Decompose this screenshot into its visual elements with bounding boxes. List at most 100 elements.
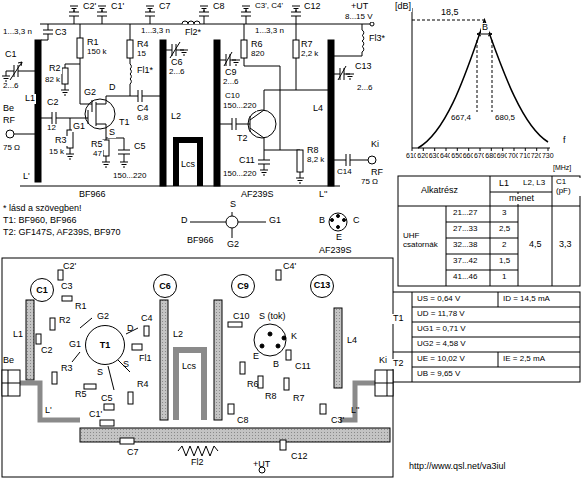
schematic-label: AF239S	[318, 246, 353, 256]
drawing-stroke	[2, 76, 10, 81]
drawing-stroke	[286, 350, 291, 360]
drawing-stroke	[128, 392, 133, 404]
schematic-label: C9	[224, 68, 238, 78]
trimmer-outline: C9	[231, 274, 255, 298]
pinout-symbol	[190, 212, 266, 238]
pcb-label: C3'	[330, 416, 345, 426]
drawing-stroke	[412, 20, 492, 112]
drawing-stroke	[160, 300, 168, 420]
schematic-label: 15	[136, 50, 147, 59]
drawing-stroke	[280, 440, 286, 450]
pcb-label: C10	[232, 312, 251, 322]
schematic-label: C2	[46, 98, 60, 108]
schematic-label: C7	[158, 2, 172, 12]
pinout-symbol	[329, 213, 347, 231]
schematic-label: 1...3,3 n	[140, 27, 171, 36]
schematic-label: 6,8	[136, 114, 149, 123]
table-cell: US = 0,64 V	[416, 295, 461, 304]
trimmer-outline: C6	[153, 274, 177, 298]
pcb-label: L2	[172, 330, 184, 340]
table-cell: L1	[498, 179, 510, 189]
graph-label: 680,5	[494, 114, 516, 123]
pcb-label: L1	[12, 330, 24, 340]
pcb-label: L'	[44, 406, 53, 416]
pcb-label: C1'	[88, 410, 103, 420]
schematic-label: 150 k	[86, 48, 108, 57]
measurement-table	[385, 292, 580, 382]
drawing-stroke	[50, 318, 55, 330]
pcb-label: R4	[136, 380, 150, 390]
drawing-stroke	[268, 332, 272, 336]
coupling-loop	[176, 140, 200, 186]
drawing-stroke	[146, 6, 154, 11]
drawing-stroke	[61, 90, 69, 95]
schematic-label: * lásd a szövegben!	[2, 204, 83, 214]
table-cell: UE = 10,02 V	[416, 355, 466, 364]
schematic-label: L1	[24, 94, 36, 104]
table-cell: 2,5	[498, 225, 511, 234]
table-cell: 32...38	[452, 241, 478, 250]
table-cell: 4,5	[528, 240, 543, 250]
drawing-stroke	[320, 404, 326, 414]
table-cell: C1 (pF)	[555, 178, 581, 196]
drawing-stroke	[120, 162, 128, 167]
schematic-label: C3	[54, 28, 68, 38]
pcb-label: R6	[246, 380, 260, 390]
schematic-label: L'	[22, 172, 31, 182]
schematic-label: L2	[170, 112, 182, 122]
table-cell: 3	[501, 209, 507, 218]
pcb-label: R8	[264, 392, 278, 402]
pcb-label: G2	[96, 312, 110, 322]
table-cell: T2	[392, 359, 405, 369]
schematic-label: 150...220	[112, 172, 147, 181]
pcb-label: C5	[100, 394, 114, 404]
schematic-label: AF239S	[240, 190, 275, 200]
resistor-symbol	[77, 38, 83, 58]
coupling-line	[20, 186, 340, 187]
schematic-label: 75 Ω	[2, 144, 21, 153]
drawing-stroke	[72, 318, 138, 390]
table-cell: UB = 9,65 V	[416, 370, 461, 379]
drawing-stroke	[58, 270, 63, 280]
choke-coil	[182, 21, 200, 24]
pcb-label: C4'	[282, 262, 297, 272]
schematic-label: 47	[92, 150, 103, 159]
drawing-stroke	[176, 350, 204, 420]
drawing-stroke	[98, 6, 106, 11]
schematic-label: 2,2 k	[300, 50, 319, 59]
schematic-label: T1	[118, 118, 131, 128]
resistor-symbol	[103, 140, 109, 156]
drawing-stroke	[276, 270, 281, 280]
inductor-line	[160, 40, 166, 186]
graph-label: B	[481, 23, 489, 33]
rf-connector	[6, 130, 14, 138]
schematic-label: C3', C4'	[254, 2, 284, 11]
drawing-stroke	[232, 60, 240, 65]
drawing-stroke	[100, 420, 114, 426]
capacitor-symbol	[41, 24, 53, 40]
schematic-label: G1	[72, 122, 86, 132]
pcb-label: Lcs	[181, 362, 197, 372]
pcb-label: C4	[140, 314, 154, 324]
drawing-stroke	[343, 219, 346, 222]
schematic-label: 820	[250, 50, 265, 59]
drawing-stroke	[284, 378, 289, 390]
pcb-label: Fl1	[138, 354, 153, 364]
schematic-label: BF966	[78, 190, 107, 200]
drawing-stroke	[178, 446, 218, 456]
schematic-label: 12	[46, 124, 57, 133]
schematic-label: G2	[226, 240, 240, 250]
drawing-stroke	[52, 372, 57, 384]
schematic-label: 8...15 V	[344, 13, 374, 22]
schematic-label: L''	[318, 190, 328, 200]
capacitor-symbol	[138, 90, 160, 102]
table-cell: Alkatrész	[420, 186, 459, 196]
resistor-symbol	[127, 40, 133, 58]
schematic-label: 2...6	[356, 84, 374, 93]
pcb-label: C3	[60, 282, 74, 292]
drawing-stroke	[2, 258, 393, 477]
schematic-label: G1	[268, 216, 282, 226]
drawing-stroke	[337, 215, 340, 218]
transistor-symbol	[248, 110, 276, 138]
drawing-stroke	[2, 370, 20, 396]
